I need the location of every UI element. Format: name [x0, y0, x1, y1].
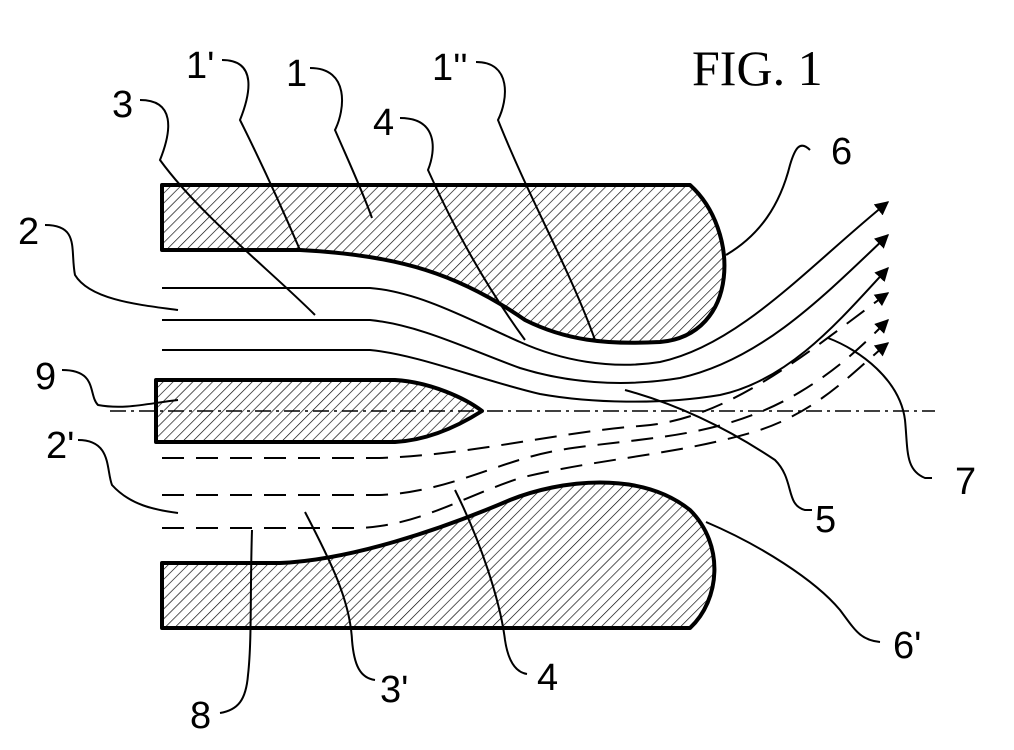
leader-2: [45, 225, 178, 310]
label-9: 9: [35, 356, 56, 398]
lower-nozzle-wall: [162, 483, 714, 629]
label-1: 1: [286, 53, 307, 95]
label-1-double-prime: 1'': [432, 47, 468, 89]
label-6-prime: 6': [893, 625, 921, 667]
leader-7: [828, 338, 932, 478]
label-2: 2: [18, 211, 39, 253]
leader-6p: [706, 522, 880, 642]
label-8: 8: [190, 695, 211, 737]
label-3-prime: 3': [380, 669, 408, 711]
leader-2p: [78, 440, 178, 513]
label-4-bottom: 4: [537, 657, 558, 699]
label-7: 7: [955, 461, 976, 503]
figure-title: FIG. 1: [692, 40, 823, 96]
label-6: 6: [831, 131, 852, 173]
label-3: 3: [112, 84, 133, 126]
leader-6: [726, 146, 810, 255]
label-4-top: 4: [373, 102, 394, 144]
label-1-prime: 1': [186, 45, 214, 87]
label-5: 5: [815, 499, 836, 541]
label-2-prime: 2': [46, 425, 74, 467]
